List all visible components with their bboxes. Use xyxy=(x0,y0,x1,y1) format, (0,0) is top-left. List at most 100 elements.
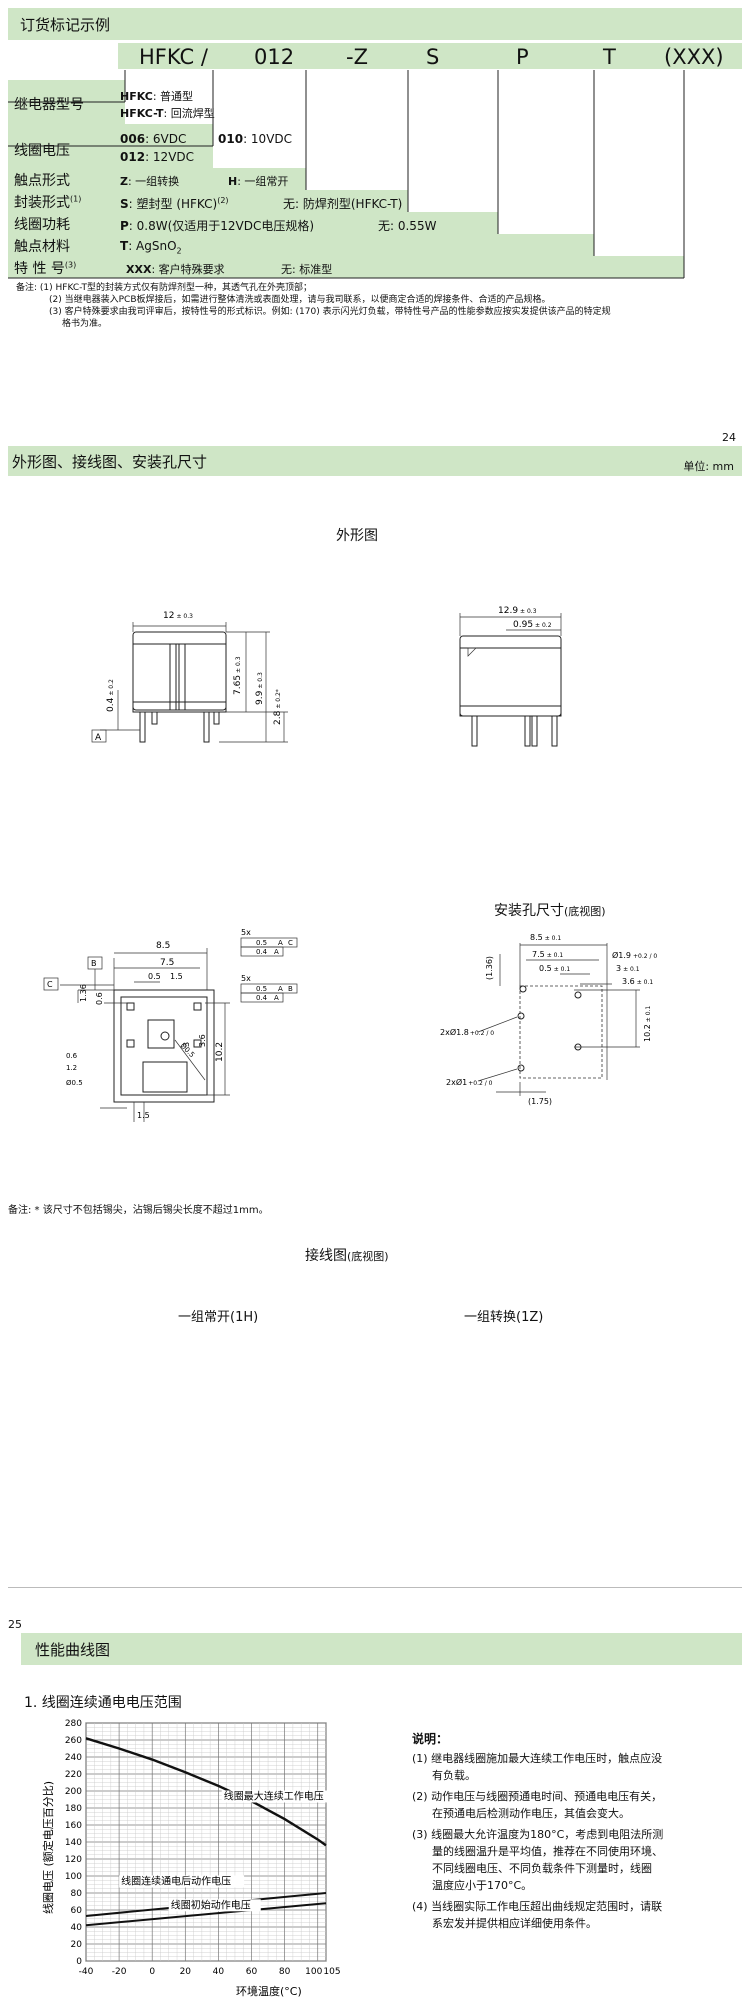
series-label-3: 线圈初始动作电压 xyxy=(171,1898,251,1911)
row-voltage-label: 线圈电压 xyxy=(14,143,70,159)
front-h2: 9.9± 0.3 xyxy=(255,672,265,705)
note-2b: 在预通电后检测动作电压，其值会变大。 xyxy=(432,1807,630,1820)
order-bracket-lines xyxy=(8,70,685,279)
row-material-label: 触点材料 xyxy=(14,239,70,255)
code-special: (XXX) xyxy=(664,45,724,69)
y-tick-label: 260 xyxy=(65,1736,82,1746)
y-tick-label: 140 xyxy=(65,1838,82,1848)
order-code-bar xyxy=(118,43,742,69)
svg-text:0.4: 0.4 xyxy=(256,994,268,1002)
outline-drawings: 12± 0.3 7.65± 0.3 9.9± 0.3 2.8± 0.2* 0.4… xyxy=(43,606,657,1122)
note-1a: (1) 继电器线圈施加最大连续工作电压时，触点应没 xyxy=(412,1752,663,1765)
row-power-label-bg xyxy=(8,212,498,234)
hole-j: 2xØ1+0.2 / 0 xyxy=(446,1077,493,1087)
bottom-b: 7.5 xyxy=(160,958,174,968)
y-tick-label: 160 xyxy=(65,1821,82,1831)
row-material-label-bg xyxy=(8,234,594,256)
wiring-1h-label: 一组常开(1H) xyxy=(178,1310,259,1325)
row-voltage-a1: 006: 6VDC xyxy=(120,132,187,146)
x-tick-label: 0 xyxy=(149,1967,155,1977)
row-model-label: 继电器型号 xyxy=(14,97,84,113)
front-datum: A xyxy=(95,733,102,743)
row-package-a2: 无: 防焊剂型(HFKC-T) xyxy=(283,197,403,211)
hole-a: 8.5± 0.1 xyxy=(530,933,561,942)
y-tick-label: 200 xyxy=(65,1787,82,1797)
side-t: 0.95± 0.2 xyxy=(513,620,552,630)
hole-view xyxy=(477,943,640,1096)
hole-f: 3.6± 0.1 xyxy=(622,977,653,986)
row-power-a2: 无: 0.55W xyxy=(378,219,437,233)
front-view xyxy=(91,622,288,743)
x-tick-label: 80 xyxy=(279,1967,291,1977)
y-tick-label: 220 xyxy=(65,1770,82,1780)
svg-text:A: A xyxy=(278,985,283,993)
fcf-1: 5x 0.5 A C 0.4 A xyxy=(240,928,298,957)
row-package-label-bg xyxy=(8,190,408,212)
code-power: P xyxy=(516,45,529,69)
bottom-o: 1.5 xyxy=(137,1111,150,1120)
x-tick-label: -20 xyxy=(112,1967,127,1977)
y-tick-label: 280 xyxy=(65,1719,82,1729)
note-3c: 不同线圈电压、不同负载条件下测量时，线圈 xyxy=(432,1862,652,1875)
page25-title: 性能曲线图 xyxy=(35,1641,111,1659)
row-special-a1: XXX: 客户特殊要求 xyxy=(126,263,225,276)
row-power-a1: P: 0.8W(仅适用于12VDC电压规格) xyxy=(120,219,315,233)
front-h3: 2.8± 0.2* xyxy=(273,689,283,725)
x-tick-label: 100 xyxy=(305,1967,322,1977)
note-2a: (2) 动作电压与线圈预通电时间、预通电电压有关， xyxy=(412,1790,663,1803)
x-tick-label: 105 xyxy=(323,1967,340,1977)
row-contact-a2: H: 一组常开 xyxy=(228,175,289,188)
series-label-2: 线圈连续通电后动作电压 xyxy=(121,1875,231,1888)
row-contact-label: 触点形式 xyxy=(14,173,70,189)
chart-x-label: 环境温度(°C) xyxy=(236,1984,302,1998)
svg-text:5x: 5x xyxy=(241,974,251,983)
y-tick-label: 60 xyxy=(71,1906,83,1916)
bottom-m: Ø0.5 xyxy=(66,1079,83,1087)
row-voltage-a2: 010: 10VDC xyxy=(218,132,293,146)
page24-unit: 单位: mm xyxy=(683,460,734,473)
code-package: S xyxy=(426,45,440,69)
hole-d: Ø1.9+0.2 / 0 xyxy=(612,950,657,960)
y-tick-label: 120 xyxy=(65,1855,82,1865)
series-label-bg xyxy=(119,1875,245,1888)
row-contact-a1: Z: 一组转换 xyxy=(120,175,180,188)
svg-text:B: B xyxy=(288,985,293,993)
hole-g: 10.2± 0.1 xyxy=(643,1006,652,1042)
bottom-h: 3.6 xyxy=(198,1034,207,1047)
fcf-2: 5x 0.5 A B 0.4 A xyxy=(240,974,298,1003)
row-model-v2: HFKC-T: 回流焊型 xyxy=(120,107,215,120)
svg-text:0.5: 0.5 xyxy=(256,939,267,947)
bottom-i: 10.2 xyxy=(215,1042,225,1062)
order-note-1: 备注: (1) HFKC-T型的封装方式仅有防焊剂型一种，其透气孔在外壳顶部； xyxy=(16,283,313,293)
row-package-label: 封装形式(1) xyxy=(14,194,82,211)
bottom-e: 1.36 xyxy=(79,984,88,1002)
front-w: 12± 0.3 xyxy=(163,611,193,621)
bottom-f: 0.6 xyxy=(95,992,104,1005)
bottom-a: 8.5 xyxy=(156,941,170,951)
bottom-g: 3 xyxy=(182,1042,191,1047)
side-w: 12.9± 0.3 xyxy=(498,606,537,616)
series-label-bg xyxy=(221,1790,336,1803)
voltage-range-chart: 020406080100120140160180200220240260280 … xyxy=(41,1719,341,1998)
front-h1: 7.65± 0.3 xyxy=(233,656,243,695)
svg-text:A: A xyxy=(274,994,279,1002)
code-series: HFKC / xyxy=(139,45,208,69)
side-view xyxy=(459,613,562,747)
order-note-3: (3) 客户特殊要求由我司评审后，按特性号的形式标识。例如: (170) 表示闪… xyxy=(49,307,611,317)
y-tick-label: 40 xyxy=(71,1923,83,1933)
y-tick-label: 240 xyxy=(65,1753,82,1763)
wiring-title: 接线图(底视图) xyxy=(305,1248,389,1264)
note-1b: 有负载。 xyxy=(432,1769,476,1782)
y-tick-label: 20 xyxy=(71,1940,83,1950)
y-tick-label: 180 xyxy=(65,1804,82,1814)
row-power-label: 线圈功耗 xyxy=(14,217,70,233)
svg-text:A: A xyxy=(274,948,279,956)
page24-title: 外形图、接线图、安装孔尺寸 xyxy=(12,453,208,471)
y-tick-label: 0 xyxy=(76,1957,82,1967)
row-special-a2: 无: 标准型 xyxy=(281,263,333,276)
row-package-a1: S: 塑封型 (HFKC)(2) xyxy=(120,196,229,211)
hole-k: (1.75) xyxy=(528,1097,552,1106)
svg-text:5x: 5x xyxy=(241,928,251,937)
